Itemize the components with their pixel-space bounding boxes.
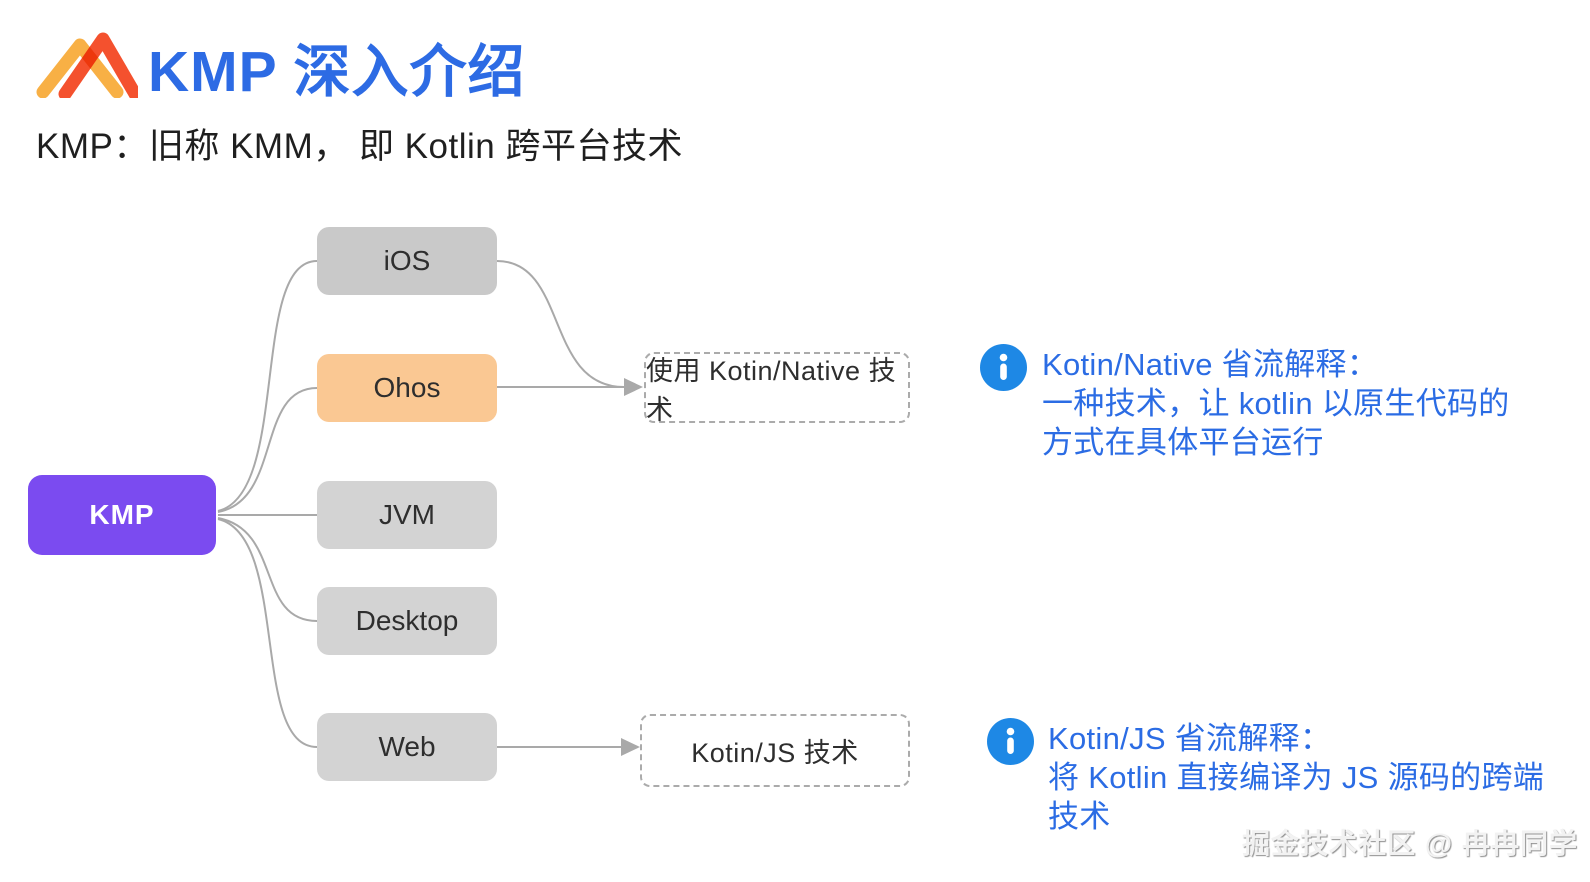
annotation-title: Kotin/JS 省流解释： [1048,721,1332,756]
annotation-title: Kotin/Native 省流解释： [1042,347,1379,382]
node-web: Web [317,713,497,781]
node-kmp: KMP [28,475,216,555]
node-ios: iOS [317,227,497,295]
annotation-kotlin-native: Kotin/Native 省流解释： 一种技术，让 kotlin 以原生代码的 … [1042,345,1562,462]
edge-kmp-desktop [217,517,318,622]
annotation-line: 将 Kotlin 直接编译为 JS 源码的跨端 [1048,760,1545,795]
double-peak-logo-icon [36,32,138,98]
arrowhead-native [624,378,643,396]
node-desktop: Desktop [317,587,497,655]
edge-kmp-ios [217,260,318,512]
annotation-kotlin-js: Kotin/JS 省流解释： 将 Kotlin 直接编译为 JS 源码的跨端 技… [1048,719,1568,836]
arrowhead-js [621,738,640,756]
node-jvm: JVM [317,481,497,549]
edge-kmp-web [217,518,318,748]
annotation-line: 技术 [1048,799,1111,834]
note-kotlin-js: Kotin/JS 技术 [640,714,910,787]
edge-ios-native [496,260,625,388]
info-icon [980,344,1027,391]
watermark: 掘金技术社区 @ 冉冉同学 [1242,828,1578,859]
page-subtitle: KMP：旧称 KMM， 即 Kotlin 跨平台技术 [36,127,683,166]
edge-kmp-ohos [217,387,318,513]
annotation-line: 一种技术，让 kotlin 以原生代码的 [1042,386,1510,421]
page-title: KMP 深入介绍 [148,40,526,104]
node-ohos: Ohos [317,354,497,422]
annotation-line: 方式在具体平台运行 [1042,425,1324,460]
info-icon [987,718,1034,765]
note-kotlin-native: 使用 Kotin/Native 技术 [644,352,910,425]
